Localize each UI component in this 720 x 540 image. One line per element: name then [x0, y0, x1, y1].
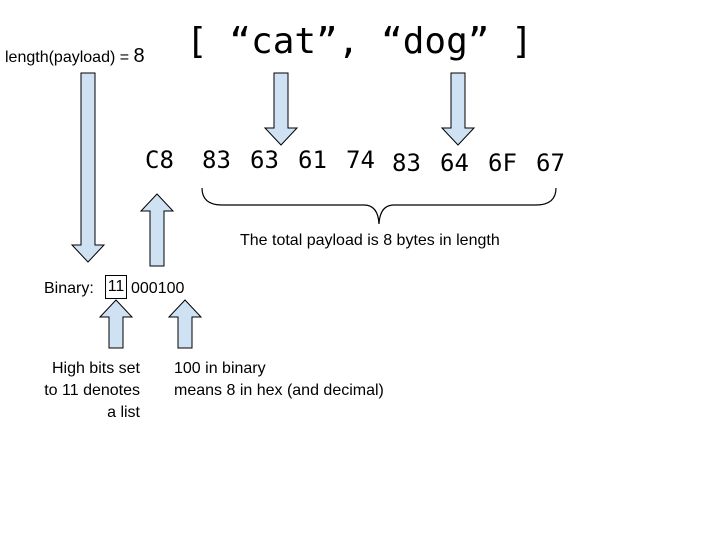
hundred-binary-note: 100 in binary means 8 in hex (and decima…	[174, 358, 384, 402]
hex-byte: 63	[250, 146, 279, 174]
c8-up-arrow	[139, 193, 175, 267]
high-bits-note: High bits set to 11 denotes a list	[44, 358, 140, 424]
list-literal: [ “cat”, “dog” ]	[186, 21, 533, 62]
hex-byte: 64	[440, 149, 469, 177]
dog-down-arrow	[440, 72, 476, 146]
hex-byte: 83	[392, 149, 421, 177]
note-line: High bits set	[51, 360, 140, 377]
payload-brace	[201, 187, 557, 225]
cat-down-arrow	[263, 72, 299, 146]
high-bits-up-arrow	[98, 299, 134, 349]
hex-byte: 74	[346, 146, 375, 174]
hex-byte: 83	[202, 146, 231, 174]
binary-low-bits: 000100	[131, 280, 185, 297]
note-line: to 11 denotes	[44, 382, 140, 399]
hex-byte: 67	[536, 149, 565, 177]
note-line: means 8 in hex (and decimal)	[174, 382, 384, 399]
hex-byte: 61	[298, 146, 327, 174]
length-payload-label: length(payload) = 8	[5, 45, 145, 67]
hundred-up-arrow	[167, 299, 203, 349]
binary-high-bits-box: 11	[105, 275, 127, 299]
hex-byte-prefix: C8	[145, 146, 174, 174]
payload-caption: The total payload is 8 bytes in length	[240, 232, 500, 249]
note-line: a list	[107, 404, 140, 421]
length-down-arrow	[70, 72, 106, 263]
note-line: 100 in binary	[174, 360, 266, 377]
binary-label: Binary:	[44, 280, 94, 297]
hex-byte: 6F	[488, 149, 517, 177]
